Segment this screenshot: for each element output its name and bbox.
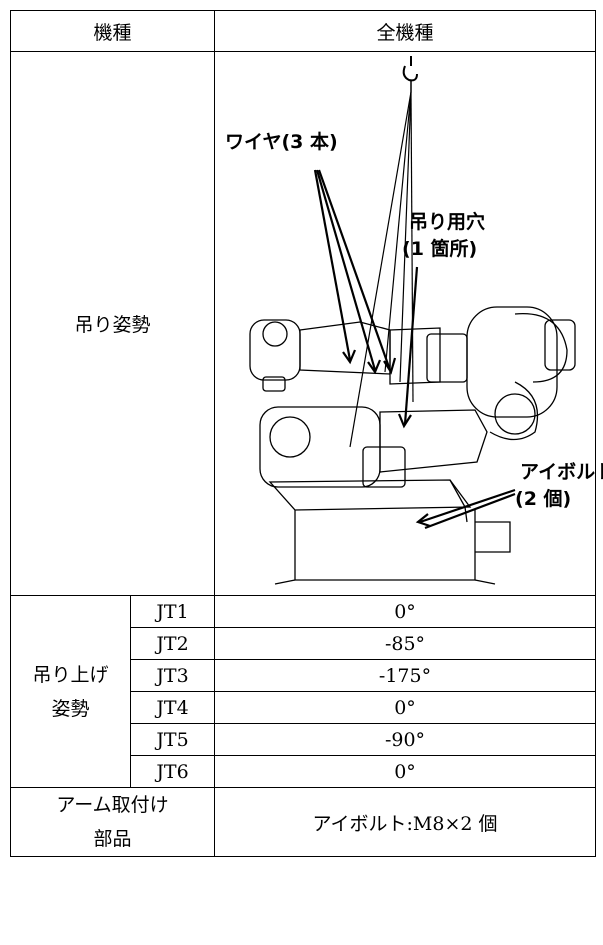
arm-parts-label: アーム取付け 部品 [9,787,216,857]
annotation-arrows [313,169,516,530]
robot-body-shape [259,406,511,585]
header-all-models-cell: 全機種 [214,10,597,52]
arm-parts-label-line1: アーム取付け [56,794,169,816]
robot-arm-shape [249,306,576,441]
hanging-posture-row: 吊り姿勢 [9,51,603,596]
joint-angle: 0° [214,755,597,788]
joint-angle: -90° [214,723,597,756]
joint-name: JT3 [129,659,216,692]
joint-row: JT6 0° [11,755,597,788]
joint-row: JT2 -85° [11,627,597,660]
header-model-cell: 機種 [9,10,216,52]
joint-name: JT4 [129,691,216,724]
joint-row: JT5 -90° [11,723,597,756]
header-row: 機種 全機種 [9,10,597,52]
joint-name: JT1 [129,595,216,628]
joint-name: JT6 [129,755,216,788]
hanging-posture-label: 吊り姿勢 [9,51,216,596]
hole-label-line2: (1 箇所) [402,238,478,260]
eyebolt-label-line1: アイボルト [520,461,603,483]
hanging-posture-figure-cell: ワイヤ(3 本) 吊り用穴 (1 箇所) アイボルト (2 個) [214,51,603,596]
eyebolt-label-line2: (2 個) [515,488,572,510]
wires-label: ワイヤ(3 本) [225,131,338,153]
joint-name: JT2 [129,627,216,660]
joint-angle: 0° [214,595,597,628]
lifting-posture-label-line2: 姿勢 [51,697,90,720]
joint-angle: 0° [214,691,597,724]
lifting-posture-label: 吊り上げ 姿勢 [10,595,131,788]
robot-hanging-figure: ワイヤ(3 本) 吊り用穴 (1 箇所) アイボルト (2 個) [215,52,603,595]
joint-angle: -85° [214,627,597,660]
joint-row: JT4 0° [11,691,597,724]
joint-name: JT5 [129,723,216,756]
hole-label-line1: 吊り用穴 [409,211,486,233]
joint-angle: -175° [214,659,597,692]
arm-parts-row: アーム取付け 部品 アイボルト:M8×2 個 [9,787,597,857]
joint-row: 吊り上げ 姿勢 JT1 0° [10,595,597,788]
arm-parts-value: アイボルト:M8×2 個 [214,787,597,857]
lifting-posture-label-line1: 吊り上げ [32,663,109,686]
crane-hook-icon [402,56,419,82]
wire-lines [349,91,414,448]
robot-illustration [249,56,576,585]
arm-parts-label-line2: 部品 [93,828,132,850]
lifting-spec-table: 機種 全機種 吊り姿勢 [9,10,603,857]
